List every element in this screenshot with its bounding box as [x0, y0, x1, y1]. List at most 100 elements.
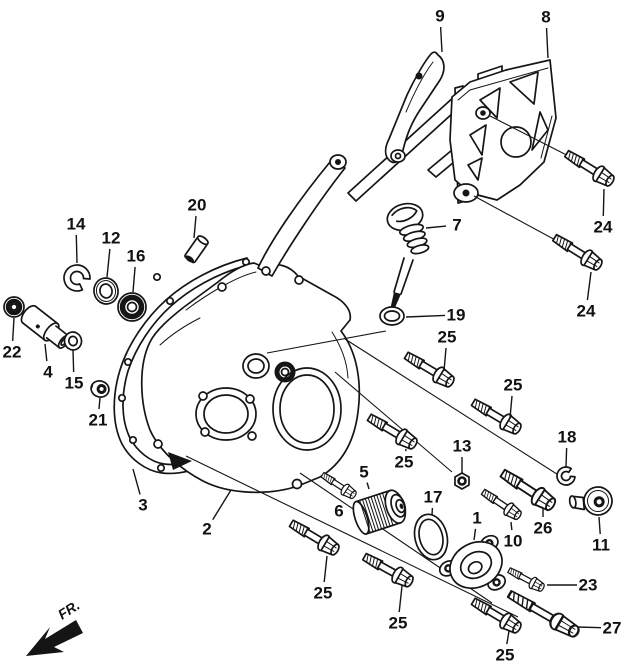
callout-label-15: 15	[65, 374, 84, 393]
bolt-23	[505, 564, 547, 595]
callout-label-3: 3	[138, 496, 147, 515]
callout-leader-4	[44, 343, 48, 362]
fr-direction-marker: FR.	[26, 597, 83, 656]
cover-upper-arm	[257, 161, 346, 277]
part-14-lock-washer	[63, 264, 91, 292]
callout-leader-25	[509, 395, 513, 419]
callout-leader-25	[398, 585, 403, 613]
callout-label-19: 19	[447, 306, 466, 325]
part-21-bushing	[90, 380, 110, 398]
callout-label-25: 25	[496, 646, 515, 665]
callout-label-2: 2	[202, 520, 211, 539]
fr-label: FR.	[55, 597, 83, 623]
callout-label-25: 25	[389, 614, 408, 633]
callout-label-25: 25	[314, 584, 333, 603]
callout-leader-9	[439, 26, 443, 53]
callout-leader-11	[598, 516, 601, 535]
callout-label-25: 25	[504, 376, 523, 395]
callout-leader-5	[366, 482, 370, 490]
bolt-24-lower	[549, 229, 606, 275]
bolt-25-b	[468, 394, 525, 439]
bolt-10	[478, 485, 525, 524]
callout-label-11: 11	[592, 536, 610, 555]
bolt-25-a	[401, 347, 458, 392]
callout-leader-24	[586, 271, 592, 301]
part-22-seal-washer	[3, 296, 25, 318]
callout-label-22: 22	[3, 343, 22, 362]
callout-label-24: 24	[577, 302, 596, 321]
part-18-lock-washer	[556, 466, 576, 486]
bolt-6	[318, 469, 359, 502]
callout-leader-10	[510, 521, 513, 531]
callout-label-6: 6	[334, 502, 343, 521]
callout-label-23: 23	[579, 576, 598, 595]
callout-label-4: 4	[43, 363, 53, 382]
bolt-25-d	[286, 515, 343, 560]
bolt-24-upper	[561, 145, 618, 191]
part-12-washer	[93, 277, 119, 305]
fr-arrow-icon	[26, 620, 83, 656]
callout-label-27: 27	[603, 619, 622, 638]
callout-label-9: 9	[435, 7, 444, 26]
callout-leader-25	[443, 347, 447, 372]
callout-label-25: 25	[438, 328, 457, 347]
callout-leader-1	[473, 528, 477, 541]
callout-leader-8	[545, 27, 549, 59]
bolt-25-c	[364, 409, 421, 454]
callout-leader-24	[602, 188, 605, 217]
part-9-chain-guide-plate	[384, 51, 445, 164]
callout-label-12: 12	[102, 229, 121, 248]
gasket-hole	[128, 435, 138, 445]
callout-label-21: 21	[89, 411, 108, 430]
callout-label-25: 25	[395, 453, 414, 472]
callout-leader-16	[132, 266, 136, 293]
part-1-oil-pump-cover	[438, 534, 507, 591]
callout-leader-27	[576, 626, 602, 629]
callout-label-1: 1	[472, 509, 481, 528]
gasket-hole	[165, 296, 175, 306]
callout-leader-20	[193, 215, 197, 239]
callout-leader-12	[106, 248, 111, 278]
callout-leader-25	[506, 630, 510, 645]
callout-label-13: 13	[453, 437, 472, 456]
callout-label-16: 16	[127, 247, 146, 266]
part-11-plug	[568, 486, 613, 516]
callout-label-14: 14	[67, 215, 86, 234]
bolt-25-e	[359, 548, 417, 592]
part-2-left-crankcase-cover	[140, 94, 465, 494]
callout-leader-19	[405, 314, 446, 318]
part-5-oil-filter-rotor	[352, 489, 407, 535]
callout-label-17: 17	[424, 488, 443, 507]
callout-leader-2	[212, 489, 232, 520]
part-7-oil-dipstick	[386, 202, 430, 312]
part-20-dowel-pin	[184, 235, 209, 264]
callout-leader-25	[323, 555, 328, 583]
callout-leader-15	[72, 349, 75, 373]
callout-label-24: 24	[594, 218, 613, 237]
part-19-o-ring	[379, 306, 405, 326]
part-8-sprocket-guard	[427, 59, 557, 204]
gasket-hole	[156, 463, 166, 473]
part-4-spindle	[20, 304, 71, 349]
callout-leader-3	[132, 468, 141, 495]
callout-label-10: 10	[504, 532, 523, 551]
gasket-hole	[117, 393, 127, 403]
callout-leader-18	[565, 447, 568, 468]
callout-leader-14	[75, 234, 78, 264]
callout-label-26: 26	[534, 519, 553, 538]
part-16-oil-seal	[117, 292, 147, 322]
callout-label-8: 8	[541, 8, 550, 27]
gasket-hole	[152, 272, 162, 282]
callout-leader-7	[425, 225, 447, 229]
callout-leader-21	[98, 397, 101, 410]
callout-label-7: 7	[452, 216, 461, 235]
callout-label-18: 18	[558, 428, 577, 447]
gasket-hole	[123, 357, 133, 367]
callout-label-5: 5	[359, 463, 368, 482]
callout-leader-22	[11, 317, 15, 342]
part-15-washer	[63, 331, 83, 351]
part-13-nut	[454, 472, 470, 490]
